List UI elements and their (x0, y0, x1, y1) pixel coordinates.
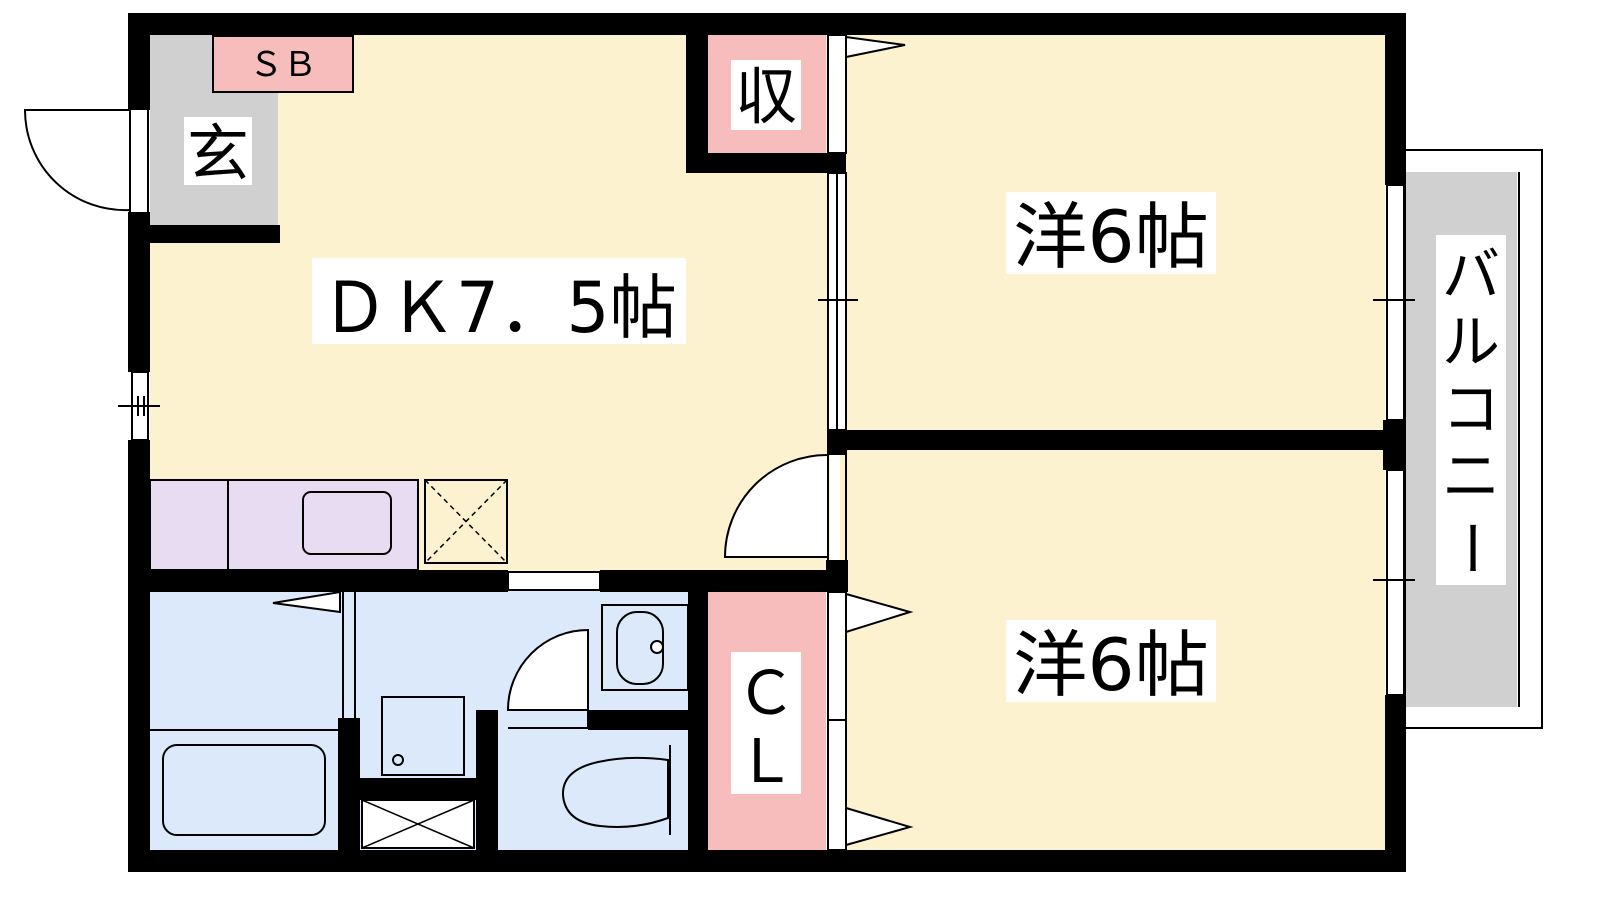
labels: ＳＢ 玄 収 ＤＫ7．5帖 洋6帖 洋6帖 Ｃ Ｌ バ ル コ ニ ー (184, 45, 1506, 797)
washroom-opening (507, 571, 601, 591)
wall-outer-left-mid (128, 212, 150, 372)
shoe-box-label: ＳＢ (249, 45, 317, 85)
closet-door-swing-bottom (845, 806, 914, 847)
washroom-door-swing (506, 628, 589, 711)
washbasin-tap-icon (650, 640, 664, 654)
western-room-bottom-label-bg (1006, 620, 1216, 702)
toilet-icon (561, 756, 669, 828)
wet-area-fixtures (150, 590, 689, 849)
wall-toilet-top (588, 710, 688, 730)
wall-outer-left-top (128, 13, 150, 110)
wall-closet-left (688, 592, 708, 850)
wall-storage-bottom (686, 153, 846, 173)
wall-outer-left-bottom (128, 440, 150, 872)
balcony-label-bg (1436, 235, 1506, 585)
closet-label-bg (731, 652, 801, 794)
wall-storage-left (686, 35, 708, 173)
balcony-label-char-1: バ (1442, 241, 1500, 309)
washer-drain-icon (392, 754, 404, 766)
wall-dk-bottom-right (600, 570, 848, 592)
window-bottom-room (1386, 469, 1405, 696)
storage-label: 収 (735, 60, 797, 133)
washing-machine-pan-icon (381, 696, 465, 776)
wall-outer-right-top (1385, 13, 1406, 185)
wall-dk-bottom-left (150, 570, 508, 592)
walls (128, 13, 1406, 872)
fixed-window-divider (827, 431, 847, 455)
balcony-label-char-2: ル (1442, 308, 1500, 376)
swing-door-icon (23, 109, 131, 212)
entrance-label: 玄 (187, 117, 249, 190)
wall-room-divider (838, 430, 1388, 450)
wall-toilet-left (476, 710, 498, 850)
underfloor-storage-cross-b (361, 799, 475, 849)
wall-outer-top (128, 13, 1406, 35)
storage-door-swing (845, 35, 906, 59)
kitchen-counter (149, 479, 508, 571)
balcony-label-char-4: ニ (1442, 442, 1500, 510)
dining-kitchen-label: ＤＫ7．5帖 (321, 267, 677, 349)
wall-dk-right-bottom (826, 560, 848, 592)
kitchen-sink-icon (302, 491, 392, 555)
wall-washer-bottom (338, 778, 498, 800)
windows (118, 34, 1415, 851)
bottom-room-door-swing (723, 453, 829, 558)
western-room-top-label: 洋6帖 (1013, 195, 1209, 279)
closet-label-c: Ｃ (736, 659, 796, 729)
dk-label-bg (312, 258, 686, 344)
bathroom-door-swing (272, 590, 341, 614)
shoe-box (212, 35, 354, 93)
wall-outer-right-mid (1383, 420, 1406, 470)
western-room-bottom-label: 洋6帖 (1013, 623, 1209, 707)
doors (23, 109, 847, 560)
closet-door-swing-top (845, 592, 914, 634)
balcony-label-char-3: コ (1442, 375, 1500, 443)
bathtub-icon (162, 744, 326, 836)
wall-entrance (150, 225, 280, 243)
window-top-room (1386, 184, 1405, 421)
storage-label-bg (731, 60, 801, 130)
western-room-top-label-bg (1006, 192, 1216, 274)
wall-outer-bottom (128, 850, 1406, 872)
storage-door (827, 34, 847, 154)
refrigerator-cross-b (424, 479, 508, 564)
entrance-label-bg (184, 117, 252, 185)
balcony-label-char-5: ー (1437, 519, 1505, 577)
wall-outer-right-bottom (1385, 695, 1406, 872)
closet-label-l: Ｌ (736, 727, 796, 797)
